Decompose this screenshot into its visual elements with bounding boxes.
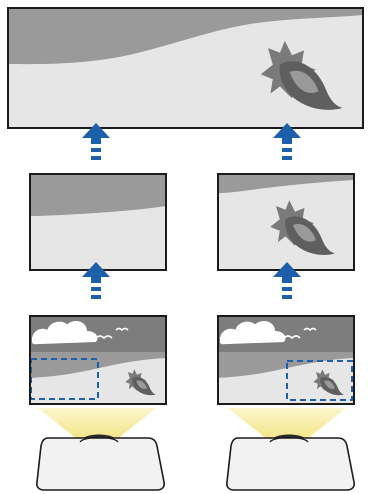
right-projector — [226, 408, 355, 491]
bird-icon — [95, 327, 129, 340]
light-beam — [228, 408, 346, 440]
left-source-panel — [29, 315, 167, 405]
merged-output-panel — [7, 7, 364, 129]
left-output-panel — [29, 173, 167, 271]
projector-icon — [36, 434, 165, 491]
bird-icon — [283, 327, 317, 340]
light-beam — [38, 408, 156, 440]
projector-icon — [226, 434, 355, 491]
left-projector — [36, 408, 165, 491]
selection-box — [286, 360, 353, 401]
right-output-panel — [217, 173, 355, 271]
right-source-panel — [217, 315, 355, 405]
